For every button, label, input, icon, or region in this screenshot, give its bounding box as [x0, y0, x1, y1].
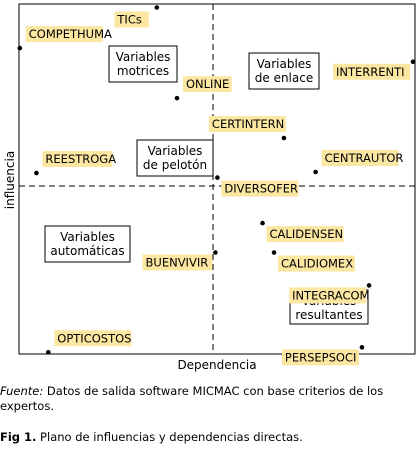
- point-label: BUENVIVIR: [146, 256, 209, 270]
- point-label-bg: [142, 254, 213, 271]
- point-marker: [281, 135, 287, 141]
- point-label: CALIDIOMEX: [281, 257, 353, 271]
- point-buenvivir: BUENVIVIR: [142, 250, 218, 271]
- quadrant-label-line: Variables: [257, 57, 312, 71]
- figure-caption: Fig 1. Plano de influencias y dependenci…: [0, 430, 303, 445]
- point-label-bg: [114, 11, 149, 28]
- point-marker: [34, 170, 39, 176]
- point-label-bg: [281, 349, 359, 366]
- y-axis-label: influencia: [3, 151, 17, 209]
- point-marker: [215, 175, 220, 180]
- point-label: DIVERSOFER: [224, 182, 298, 196]
- point-calidensen: CALIDENSEN: [260, 220, 344, 243]
- point-label-bg: [54, 330, 132, 347]
- point-compethuma: COMPETHUMA: [17, 26, 112, 51]
- point-label-bg: [183, 76, 232, 93]
- point-certintern: CERTINTERN: [208, 116, 287, 141]
- point-label: PERSEPSOCI: [285, 350, 356, 364]
- point-marker: [271, 250, 277, 255]
- point-diversofer: DIVERSOFER: [215, 175, 299, 197]
- point-label: INTEGRACOM: [292, 288, 369, 302]
- point-centrautor: CENTRAUTOR: [313, 150, 404, 175]
- figure-label: Fig 1.: [0, 430, 37, 444]
- quadrant-label-line: de enlace: [255, 71, 313, 85]
- source-text: Datos de salida software MICMAC con base…: [0, 384, 384, 413]
- point-marker: [46, 349, 51, 355]
- point-marker: [213, 250, 218, 255]
- point-label: CALIDENSEN: [270, 227, 344, 241]
- point-label-bg: [321, 150, 399, 166]
- point-tics: TICs: [114, 5, 160, 28]
- point-marker: [174, 95, 180, 101]
- point-label: ONLINE: [186, 77, 229, 91]
- figure-text: Plano de influencias y dependencias dire…: [36, 430, 303, 444]
- source-label: Fuente:: [0, 384, 44, 398]
- quadrant-label-line: Variables: [60, 230, 115, 244]
- point-label: INTERRENTI: [336, 65, 405, 79]
- point-opticostos: OPTICOSTOS: [46, 330, 132, 355]
- quadrant-label-line: automáticas: [50, 244, 124, 258]
- point-calidiomex: CALIDIOMEX: [271, 250, 356, 272]
- point-label-bg: [42, 151, 113, 168]
- point-label-bg: [221, 180, 299, 197]
- point-label-bg: [25, 26, 103, 43]
- point-integracom: INTEGRACOM: [289, 283, 372, 304]
- point-marker: [260, 220, 265, 226]
- quadrant-label-line: motrices: [117, 64, 169, 78]
- point-label-bg: [266, 226, 344, 243]
- point-persepsoci: PERSEPSOCI: [281, 345, 365, 366]
- quadrant-label-line: Variables: [116, 50, 171, 64]
- source-caption: Fuente: Datos de salida software MICMAC …: [0, 384, 418, 414]
- point-label-bg: [289, 287, 367, 304]
- point-online: ONLINE: [174, 76, 232, 101]
- point-label: REESTROGA: [45, 152, 116, 166]
- point-label: COMPETHUMA: [29, 27, 112, 41]
- x-axis-label: Dependencia: [177, 358, 256, 372]
- point-label: CENTRAUTOR: [325, 151, 404, 165]
- point-label: CERTINTERN: [212, 117, 284, 131]
- quadrant-label-line: resultantes: [295, 308, 362, 322]
- point-marker: [154, 5, 160, 10]
- point-interrenti: INTERRENTI: [333, 59, 416, 80]
- point-marker: [17, 45, 23, 51]
- plot-frame: [18, 3, 416, 355]
- point-marker: [410, 59, 416, 65]
- point-reestroga: REESTROGA: [34, 151, 116, 176]
- point-label: OPTICOSTOS: [57, 331, 131, 345]
- point-marker: [313, 169, 318, 175]
- quadrant-label-line: Variables: [148, 144, 203, 158]
- point-marker: [359, 345, 365, 350]
- quadrant-label-line: de pelotón: [143, 158, 207, 172]
- point-label-bg: [278, 255, 356, 272]
- point-marker: [366, 283, 372, 288]
- point-label-bg: [208, 116, 286, 133]
- point-label: TICs: [116, 13, 141, 27]
- point-label-bg: [333, 63, 411, 80]
